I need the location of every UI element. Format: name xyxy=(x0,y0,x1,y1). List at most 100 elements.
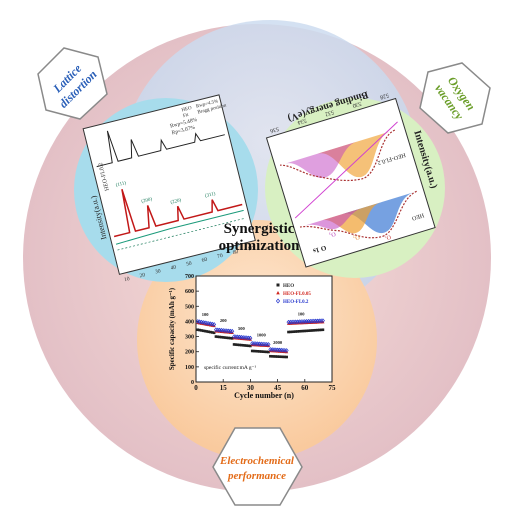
rate-point-heo xyxy=(247,344,250,348)
rate-x-tick-label: 30 xyxy=(247,384,255,392)
rate-point-heo xyxy=(198,328,201,332)
rate-point-heo-fl0-2 xyxy=(212,322,217,327)
xrd-peak-label: (200) xyxy=(141,197,153,205)
xrd-tick-label: 90 xyxy=(248,245,255,252)
rate-point-heo xyxy=(272,355,276,358)
rate-point-heo xyxy=(220,335,223,339)
xrd-legend-3: Rwp=4.5% xyxy=(196,99,219,109)
rate-point-heo xyxy=(276,355,279,358)
rate-legend-marker xyxy=(275,298,281,304)
hexagon-electrochemical-performance: Electrochemical performance xyxy=(212,427,303,506)
rate-x-tick-label: 0 xyxy=(194,384,198,392)
xrd-tick-label: 80 xyxy=(232,249,239,256)
xrd-tick-label: 60 xyxy=(201,257,208,264)
rate-point-heo xyxy=(299,329,303,333)
rate-point-heo xyxy=(312,329,316,332)
rate-point-heo xyxy=(288,330,292,334)
rate-point-heo xyxy=(238,343,241,347)
rate-point-heo xyxy=(207,330,210,334)
rate-point-heo xyxy=(265,350,269,354)
rate-current-label: 2000 xyxy=(273,340,283,345)
rate-point-heo-fl0-2 xyxy=(284,348,289,353)
rate-point-heo xyxy=(274,355,278,358)
rate-point-heo xyxy=(318,328,321,332)
rate-point-heo xyxy=(211,331,214,334)
rate-chart-ylabel: Specific capacity (mAh g⁻¹) xyxy=(168,287,176,370)
xrd-pattern-fl xyxy=(113,188,243,238)
xps-peak-o1 xyxy=(342,192,414,233)
xps-envelope-bottom xyxy=(280,129,396,182)
rate-point-heo xyxy=(303,329,307,333)
rate-point-heo xyxy=(287,330,290,334)
xrd-tick-label: 70 xyxy=(217,253,224,260)
xrd-peak-labels: (111) (200) (220) (311) xyxy=(115,181,216,206)
rate-point-heo xyxy=(321,328,325,332)
rate-point-heo xyxy=(229,336,232,340)
xps-frame xyxy=(265,97,436,268)
rate-point-heo xyxy=(236,343,240,347)
xrd-peak-label: (111) xyxy=(115,181,127,188)
rate-point-heo xyxy=(200,329,203,332)
xps-peak-label: O₂ xyxy=(352,233,360,241)
rate-current-label: 1000 xyxy=(257,333,267,338)
rate-point-heo xyxy=(201,329,205,333)
rate-point-heo xyxy=(243,344,247,347)
rate-point-heo xyxy=(258,350,261,353)
rate-point-heo xyxy=(227,336,230,340)
rate-point-heo xyxy=(230,337,234,340)
xrd-legend-1: HEO xyxy=(181,106,193,113)
rate-legend-label: HEO-FL0.2 xyxy=(283,300,309,305)
xrd-legend-2: Fit xyxy=(183,113,190,119)
rate-point-heo xyxy=(307,329,310,333)
xps-peak-lower-a xyxy=(317,131,391,177)
rate-x-tick-label: 15 xyxy=(220,384,228,392)
rate-chart-xlabel: Cycle number (n) xyxy=(234,391,294,400)
rate-point-heo xyxy=(296,330,299,333)
xrd-tick-label: 30 xyxy=(155,268,162,275)
rate-point-heo xyxy=(196,328,200,332)
rate-point-heo xyxy=(316,328,319,332)
xps-title: O 1s xyxy=(312,243,327,255)
rate-legend-marker xyxy=(276,291,280,295)
rate-point-heo xyxy=(279,355,283,359)
xrd-fit-text-2: Rp=3.07% xyxy=(171,125,196,137)
rate-point-heo xyxy=(298,330,301,333)
rate-y-tick-label: 300 xyxy=(185,335,194,341)
rate-point-heo xyxy=(245,344,249,347)
xps-tick-label: 536 xyxy=(269,125,279,133)
rate-y-tick-label: 600 xyxy=(185,289,194,295)
rate-point-heo xyxy=(283,355,287,359)
rate-y-tick-label: 400 xyxy=(185,319,194,325)
xrd-tick-label: 50 xyxy=(186,261,193,268)
rate-point-heo xyxy=(259,350,263,353)
rate-legend-label: HEO-FL0.05 xyxy=(283,292,311,297)
center-title-line1: Synergistic xyxy=(224,221,295,237)
xrd-peak-label: (220) xyxy=(170,198,182,206)
rate-point-heo xyxy=(205,330,209,333)
rate-point-heo xyxy=(310,329,314,332)
rate-point-heo xyxy=(281,355,285,359)
rate-point-heo xyxy=(267,350,270,354)
rate-current-label: 100 xyxy=(202,312,210,317)
rate-point-heo xyxy=(285,355,288,359)
rate-current-label: 200 xyxy=(220,318,228,323)
xrd-fit xyxy=(115,209,244,245)
xrd-tick-label: 10 xyxy=(124,276,131,283)
rate-point-heo-fl0-2 xyxy=(230,328,235,334)
rate-point-heo xyxy=(294,330,298,333)
rate-point-heo xyxy=(209,330,212,334)
xrd-tick-label: 20 xyxy=(139,272,146,279)
xps-sample-heo: HEO xyxy=(410,211,424,221)
rate-point-heo xyxy=(216,335,220,339)
xps-peak-lower-b xyxy=(284,141,357,178)
rate-point-heo xyxy=(292,330,296,333)
rate-point-heo xyxy=(250,349,254,353)
rate-point-heo-fl0-2 xyxy=(266,342,271,347)
rate-point-heo xyxy=(234,343,238,346)
rate-y-tick-label: 0 xyxy=(191,380,194,386)
